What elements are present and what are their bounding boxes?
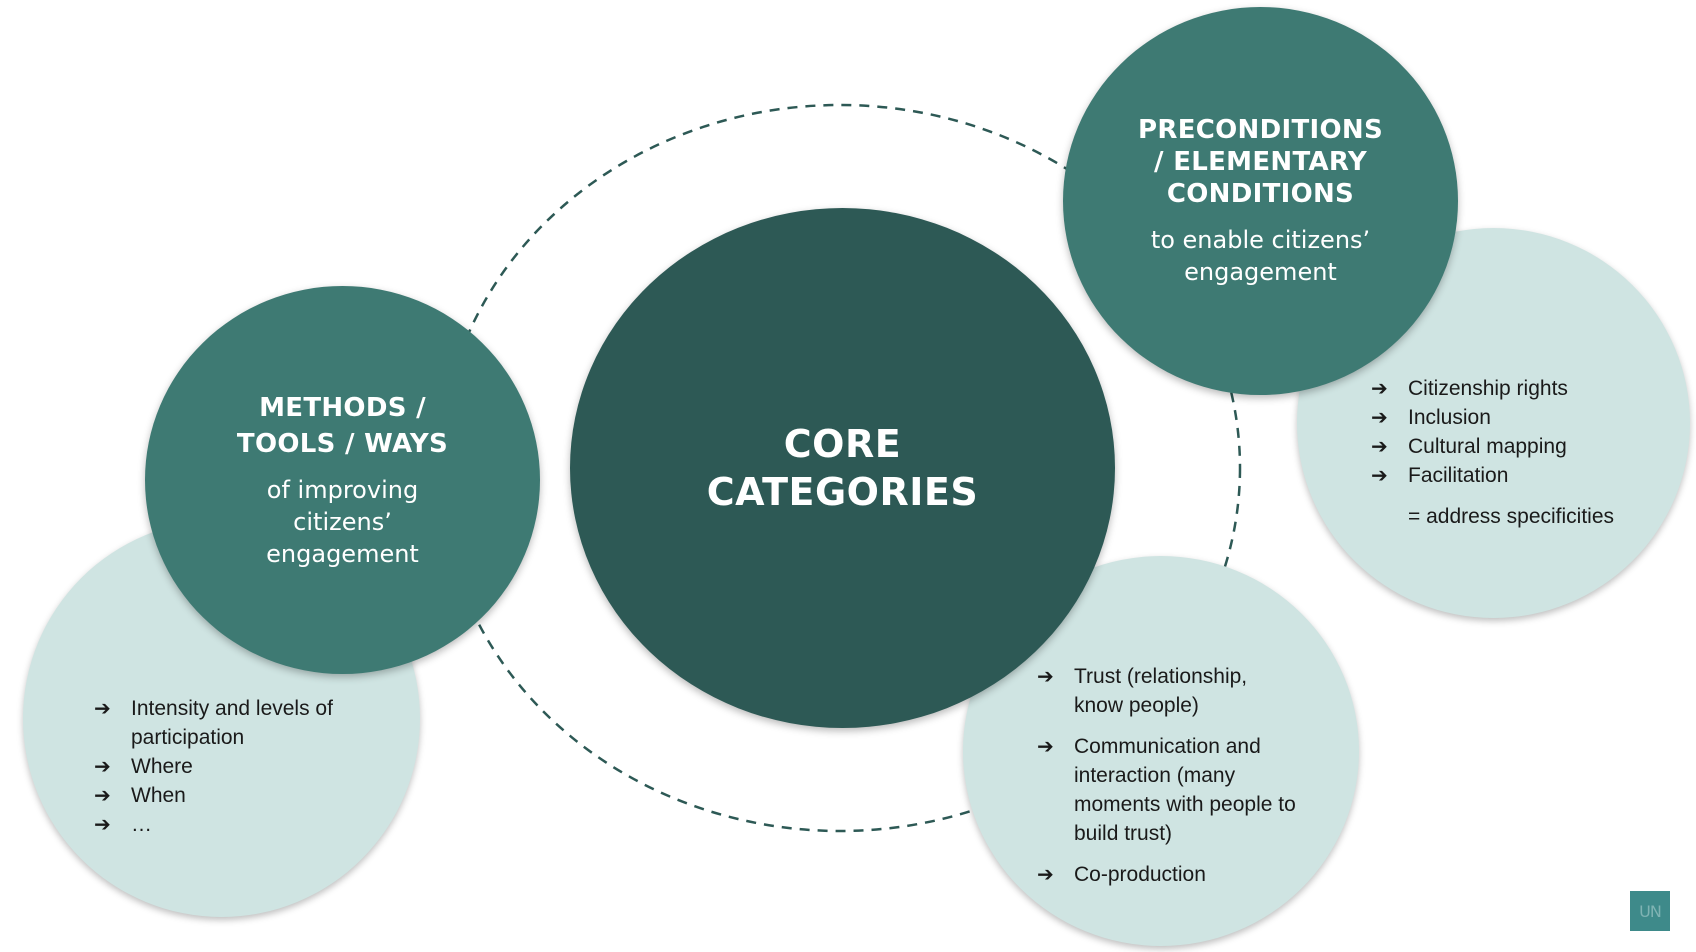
list-item: ➔Citizenship rights [1371,374,1651,403]
methods-circle: METHODS / TOOLS / WAYS of improving citi… [145,286,540,674]
arrow-right-icon: ➔ [1371,463,1388,487]
list-item: ➔Co-production [1037,860,1337,889]
core-categories-circle: CORE CATEGORIES [570,208,1115,728]
core-title: CORE CATEGORIES [706,422,979,514]
list-item: ➔Communication and interaction (many mom… [1037,734,1296,845]
arrow-right-icon: ➔ [1371,376,1388,400]
list-item: ➔Trust (relationship, know people) [1037,664,1248,717]
arrow-right-icon: ➔ [94,812,111,836]
preconditions-title: PRECONDITIONS / ELEMENTARY CONDITIONS [1138,115,1383,209]
arrow-right-icon: ➔ [1371,405,1388,429]
list-item: ➔Inclusion [1371,403,1651,432]
arrow-right-icon: ➔ [94,754,111,778]
preconditions-list: ➔Citizenship rights ➔Inclusion ➔Cultural… [1371,374,1651,490]
methods-title: METHODS / TOOLS / WAYS [236,393,449,459]
preconditions-subtitle: to enable citizens’ engagement [1150,226,1371,286]
list-item: ➔… [94,810,394,839]
list-item: ➔Where [94,752,394,781]
preconditions-note: = address specificities [1408,505,1615,528]
list-item: ➔When [94,781,394,810]
arrow-right-icon: ➔ [94,696,111,720]
arrow-right-icon: ➔ [1037,862,1054,886]
trust-list: ➔Trust (relationship, know people) ➔Comm… [1037,662,1337,901]
logo: UN [1630,891,1670,931]
list-item: ➔Intensity and levels of participation [94,696,333,749]
arrow-right-icon: ➔ [1037,664,1054,688]
arrow-right-icon: ➔ [1037,734,1054,758]
arrow-right-icon: ➔ [94,783,111,807]
arrow-right-icon: ➔ [1371,434,1388,458]
methods-list: ➔Intensity and levels of participation ➔… [94,694,394,839]
list-item: ➔Cultural mapping [1371,432,1651,461]
preconditions-circle: PRECONDITIONS / ELEMENTARY CONDITIONS to… [1063,7,1458,395]
methods-subtitle: of improving citizens’ engagement [266,476,419,568]
list-item: ➔Facilitation [1371,461,1651,490]
